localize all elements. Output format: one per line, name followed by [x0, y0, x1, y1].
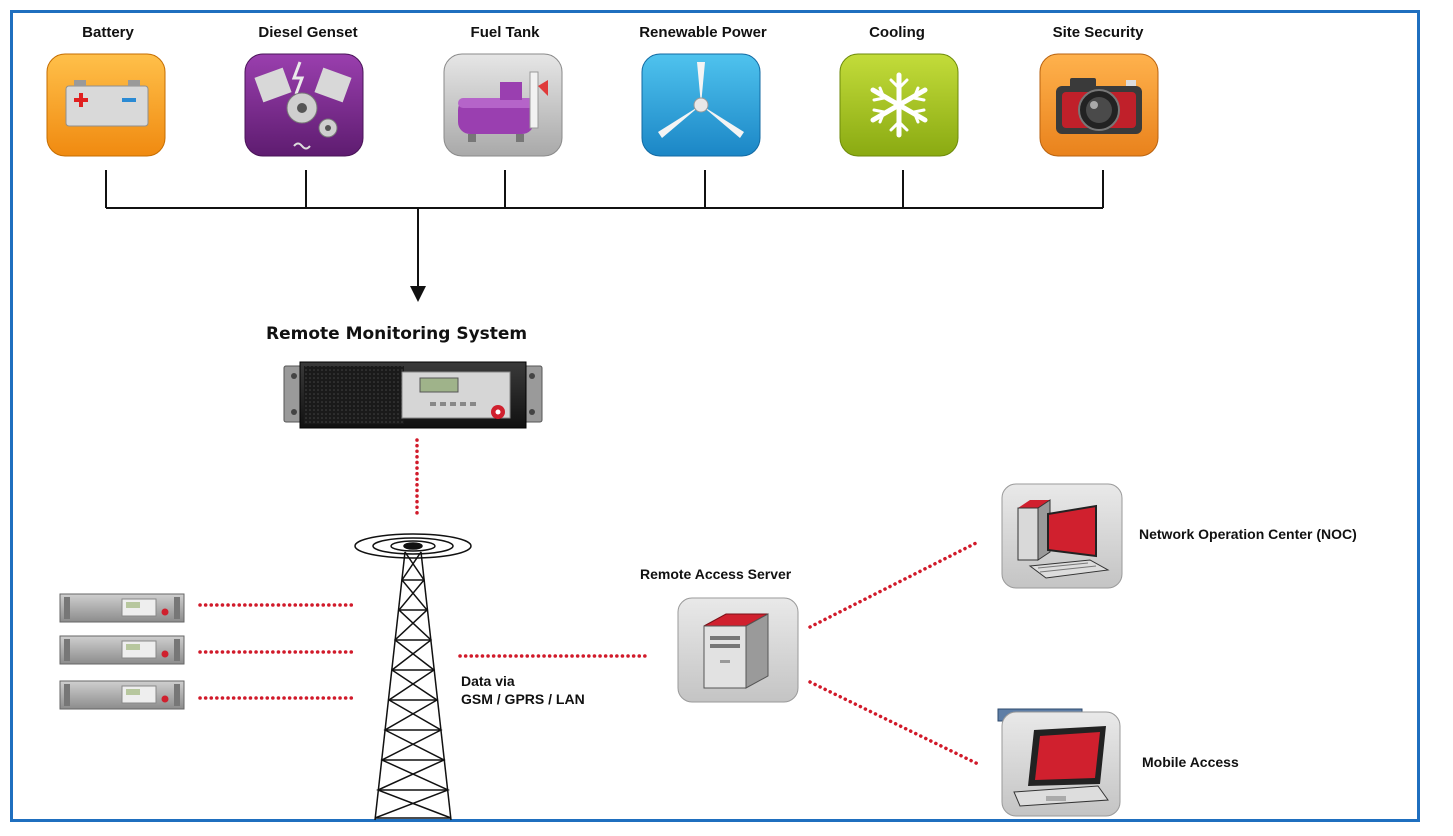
remote-site-rack: [59, 593, 185, 623]
fuel-tank-label: Fuel Tank: [470, 24, 540, 41]
diagram-frame: [10, 10, 1420, 822]
noc-label: Network Operation Center (NOC): [1139, 526, 1357, 542]
workstation-icon: [1001, 483, 1123, 589]
transmission-tower-icon: [354, 533, 472, 821]
battery-label: Battery: [82, 24, 134, 41]
arrow-head: [410, 286, 426, 302]
link-caption: Data via GSM / GPRS / LAN: [461, 672, 585, 708]
diesel-genset-icon: [244, 53, 364, 157]
remote-site-rack: [59, 680, 185, 710]
data-links: [198, 438, 980, 766]
camera-icon: [1039, 53, 1159, 157]
mobile-label: Mobile Access: [1142, 754, 1239, 770]
laptop-icon: [997, 708, 1121, 817]
rms-rack: [283, 361, 543, 429]
site-security-label: Site Security: [1052, 24, 1144, 41]
server-label: Remote Access Server: [640, 566, 792, 582]
rms-title: Remote Monitoring System: [266, 324, 528, 344]
renewable-power-label: Renewable Power: [639, 24, 767, 41]
snowflake-icon: [839, 53, 959, 157]
cooling-label: Cooling: [869, 24, 925, 41]
remote-site-rack: [59, 635, 185, 665]
sensor-bus: [105, 170, 1104, 288]
link-caption-line2: GSM / GPRS / LAN: [461, 691, 585, 707]
diesel-genset-label: Diesel Genset: [258, 24, 358, 41]
wind-turbine-icon: [641, 53, 761, 157]
fuel-tank-icon: [443, 53, 563, 157]
battery-icon: [46, 53, 166, 157]
server-icon: [677, 597, 799, 703]
link-caption-line1: Data via: [461, 673, 515, 689]
